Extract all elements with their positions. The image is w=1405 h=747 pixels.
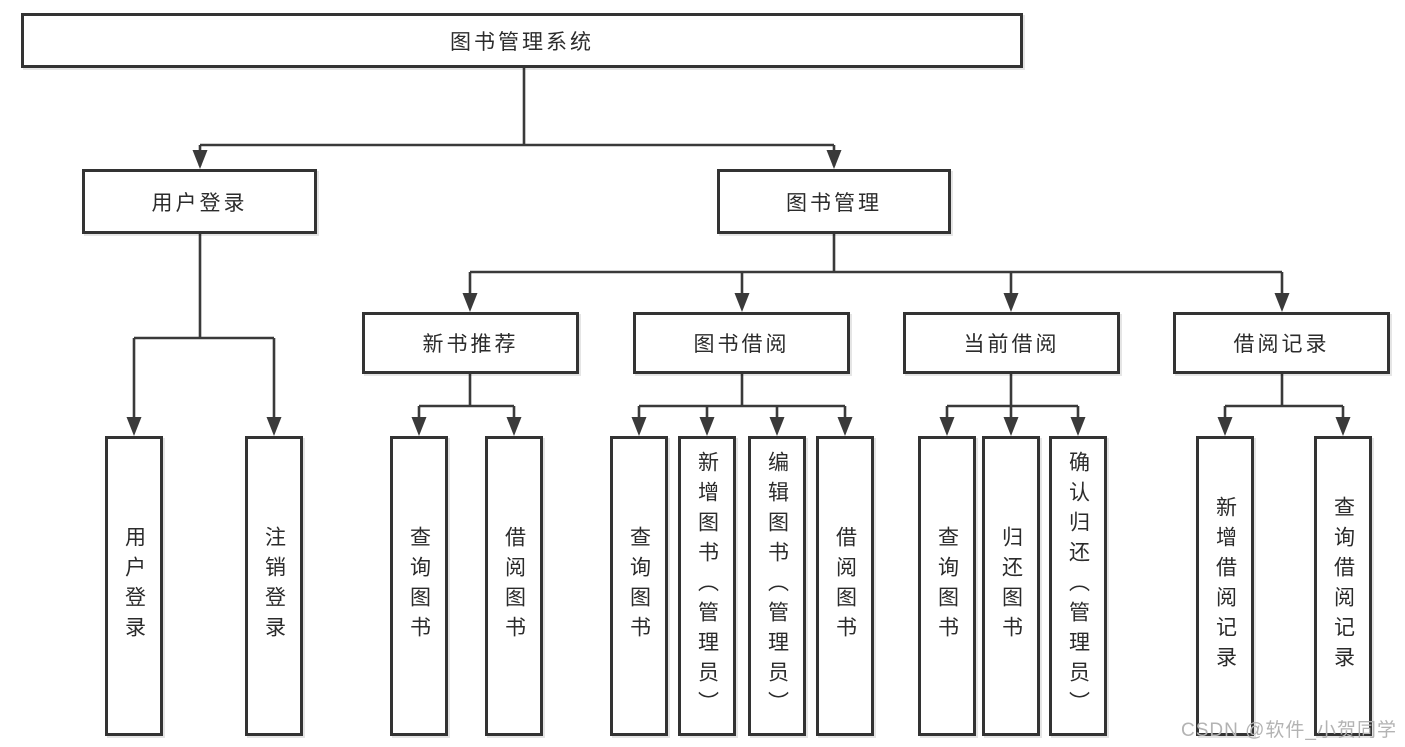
leaf-borrow-books-2-label: 借阅图书	[833, 526, 857, 646]
node-current-borrowing: 当前借阅	[903, 312, 1120, 374]
leaf-query-books-2: 查询图书	[610, 436, 668, 736]
node-user-login: 用户登录	[82, 169, 317, 234]
node-user-login-label: 用户登录	[151, 191, 248, 215]
leaf-return-books: 归还图书	[982, 436, 1040, 736]
leaf-logout-label: 注销登录	[262, 526, 286, 646]
leaf-borrow-books-1-label: 借阅图书	[502, 526, 526, 646]
leaf-query-borrow-record: 查询借阅记录	[1314, 436, 1372, 736]
node-book-borrowing-label: 图书借阅	[693, 333, 790, 356]
node-book-borrowing: 图书借阅	[633, 312, 850, 374]
leaf-add-books-admin: 新增图书（管理员）	[678, 436, 736, 736]
leaf-query-books-2-label: 查询图书	[627, 526, 651, 646]
leaf-add-borrow-record: 新增借阅记录	[1196, 436, 1254, 736]
leaf-borrow-books-1: 借阅图书	[485, 436, 543, 736]
node-root: 图书管理系统	[21, 13, 1023, 68]
leaf-query-books-3: 查询图书	[918, 436, 976, 736]
leaf-borrow-books-2: 借阅图书	[816, 436, 874, 736]
node-borrowing-records: 借阅记录	[1173, 312, 1390, 374]
leaf-edit-books-admin-label: 编辑图书（管理员）	[765, 451, 789, 721]
leaf-confirm-return-admin-label: 确认归还（管理员）	[1066, 451, 1090, 721]
leaf-user-login-label: 用户登录	[122, 526, 146, 646]
node-borrowing-records-label: 借阅记录	[1233, 333, 1330, 356]
leaf-logout: 注销登录	[245, 436, 303, 736]
leaf-confirm-return-admin: 确认归还（管理员）	[1049, 436, 1107, 736]
node-book-management: 图书管理	[717, 169, 951, 234]
watermark: CSDN @软件_小贺同学	[1181, 720, 1397, 741]
leaf-user-login: 用户登录	[105, 436, 163, 736]
leaf-query-books-1-label: 查询图书	[407, 526, 431, 646]
leaf-add-borrow-record-label: 新增借阅记录	[1213, 496, 1237, 676]
node-new-book-recommend-label: 新书推荐	[422, 333, 519, 356]
leaf-add-books-admin-label: 新增图书（管理员）	[695, 451, 719, 721]
leaf-query-books-1: 查询图书	[390, 436, 448, 736]
leaf-return-books-label: 归还图书	[999, 526, 1023, 646]
node-new-book-recommend: 新书推荐	[362, 312, 579, 374]
leaf-query-borrow-record-label: 查询借阅记录	[1331, 496, 1355, 676]
leaf-edit-books-admin: 编辑图书（管理员）	[748, 436, 806, 736]
node-current-borrowing-label: 当前借阅	[963, 333, 1060, 356]
node-book-management-label: 图书管理	[786, 191, 882, 215]
leaf-query-books-3-label: 查询图书	[935, 526, 959, 646]
node-root-label: 图书管理系统	[450, 30, 594, 54]
